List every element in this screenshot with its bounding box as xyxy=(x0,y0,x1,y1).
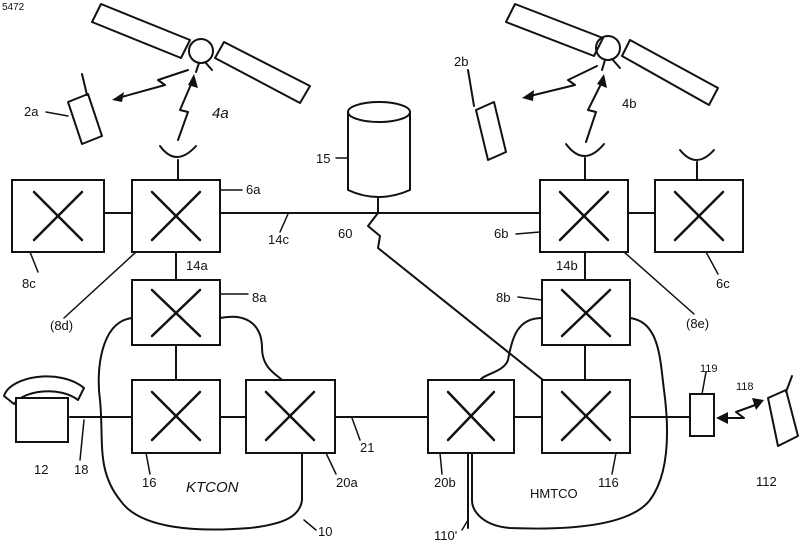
link-label-60: 60 xyxy=(338,226,352,241)
switch-6b xyxy=(540,180,628,252)
link-118 xyxy=(724,404,758,418)
switch-6a xyxy=(132,180,220,252)
link-label-110: 110' xyxy=(434,528,457,543)
leader-20a xyxy=(326,453,336,474)
region-label-right: HMTCO xyxy=(530,486,578,501)
arrowhead-uplink-4b xyxy=(597,74,607,88)
switch-label-8b: 8b xyxy=(496,290,510,305)
dish-6b xyxy=(566,144,604,156)
switch-20a xyxy=(246,380,335,453)
link-8d xyxy=(64,252,136,318)
switch-6c xyxy=(655,180,743,252)
mobile-label-2b: 2b xyxy=(454,54,468,69)
switch-116 xyxy=(542,380,630,453)
link-label-14c: 14c xyxy=(268,232,289,247)
switch-label-6a: 6a xyxy=(246,182,261,197)
link-label-14a: 14a xyxy=(186,258,208,273)
database-label: 15 xyxy=(316,151,330,166)
switch-label-6c: 6c xyxy=(716,276,730,291)
link-label-8d: (8d) xyxy=(50,318,73,333)
arrowhead-downlink-4b xyxy=(522,90,534,101)
switch-label-16: 16 xyxy=(142,475,156,490)
switch-label-20a: 20a xyxy=(336,475,358,490)
arrowhead-118-left xyxy=(716,412,728,424)
mobile-label-112: 112 xyxy=(756,474,777,489)
satellite-label-4b: 4b xyxy=(622,96,636,111)
downlink-4b xyxy=(530,66,597,96)
page-number: 5472 xyxy=(2,2,25,13)
link-label-8e: (8e) xyxy=(686,316,709,331)
uplink-4b xyxy=(586,82,602,142)
leader-6c xyxy=(706,252,718,274)
mobile-112 xyxy=(768,376,798,446)
switch-20b xyxy=(428,380,514,453)
cable-loop-left-inner xyxy=(220,317,282,380)
dish-6a xyxy=(160,146,196,157)
switch-label-8c: 8c xyxy=(22,276,36,291)
mobile-label-2a: 2a xyxy=(24,104,39,119)
link-label-118: 118 xyxy=(736,381,754,393)
leader-116 xyxy=(612,453,616,474)
switch-8b xyxy=(542,280,630,345)
switch-label-6b: 6b xyxy=(494,226,508,241)
dish-6c xyxy=(680,150,714,160)
satellite-4a xyxy=(92,4,310,103)
mobile-2a xyxy=(68,74,102,144)
link-label-10: 10 xyxy=(318,524,332,539)
arrowhead-118-right xyxy=(752,398,764,410)
switch-8a xyxy=(132,280,220,345)
arrowhead-downlink-4a xyxy=(112,92,124,102)
switch-label-20b: 20b xyxy=(434,475,456,490)
leader-8b xyxy=(518,297,542,300)
switch-16 xyxy=(132,380,220,453)
database-15 xyxy=(348,102,410,213)
telephone-12 xyxy=(4,376,84,442)
switch-label-8a: 8a xyxy=(252,290,267,305)
leader-18 xyxy=(80,420,84,460)
leader-16 xyxy=(146,453,150,474)
link-60 xyxy=(368,213,548,384)
satellite-label-4a: 4a xyxy=(212,105,229,122)
downlink-4a xyxy=(118,70,188,98)
leader-2a xyxy=(46,112,68,116)
leader-20b xyxy=(440,453,442,474)
region-label-left: KTCON xyxy=(186,479,239,496)
leader-6b xyxy=(516,232,540,234)
link-label-14b: 14b xyxy=(556,258,578,273)
base-station-119 xyxy=(690,372,714,436)
link-8e xyxy=(624,252,694,314)
uplink-4a xyxy=(178,82,192,140)
switch-8c xyxy=(12,180,104,252)
switch-label-116: 116 xyxy=(598,475,619,490)
leader-8c xyxy=(30,252,38,272)
base-label-119: 119 xyxy=(700,363,718,375)
link-label-18: 18 xyxy=(74,462,88,477)
telephone-label: 12 xyxy=(34,462,48,477)
mobile-2b xyxy=(468,70,506,160)
satellite-4b xyxy=(506,4,718,105)
link-label-21: 21 xyxy=(360,440,374,455)
